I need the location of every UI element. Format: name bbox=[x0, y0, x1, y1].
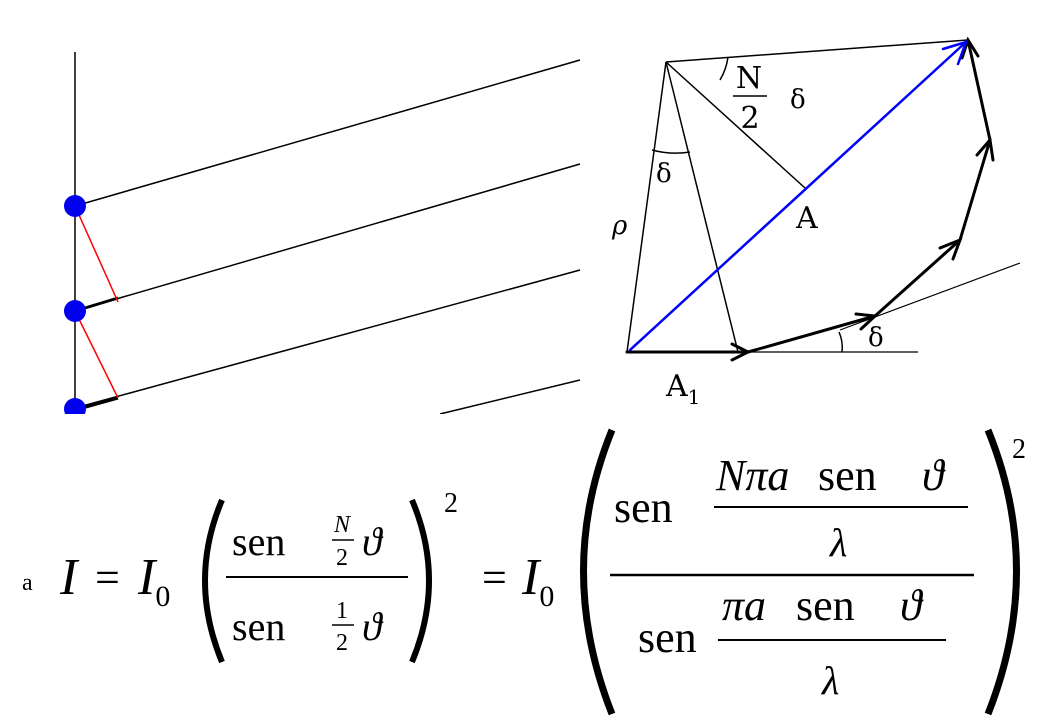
resultant-line bbox=[628, 40, 968, 352]
small-2-den: 2 bbox=[336, 630, 348, 656]
phasor-2 bbox=[746, 314, 877, 354]
resultant-phasor bbox=[628, 40, 969, 352]
formula-I0-b: I0 bbox=[521, 549, 554, 613]
resultant-head bbox=[941, 40, 969, 66]
lambda-num: λ bbox=[829, 520, 847, 565]
power-1: 2 bbox=[444, 488, 458, 519]
theta-inner-num: ϑ bbox=[922, 451, 946, 500]
path-difference-lines bbox=[74, 205, 119, 399]
small-1: 1 bbox=[336, 598, 348, 624]
intensity-formula: a I = I0 sen N 2 ϑ sen 1 2 ϑ 2 = I0 sen … bbox=[22, 428, 1026, 716]
angle-arc-bottom bbox=[838, 331, 844, 353]
small-N: N bbox=[333, 512, 352, 538]
formula-prefix: a bbox=[22, 570, 33, 596]
formula-eq-1: = bbox=[95, 553, 120, 602]
power-2: 2 bbox=[1012, 434, 1026, 465]
label-A1: A1 bbox=[665, 369, 700, 409]
label-delta-bottom: δ bbox=[868, 323, 884, 353]
paren-left-2 bbox=[580, 428, 616, 716]
sen-num-1: sen bbox=[232, 519, 285, 564]
inclined-reference bbox=[839, 262, 1021, 331]
sen-den-2: sen bbox=[638, 613, 697, 662]
phasor-3 bbox=[873, 238, 962, 318]
path-difference-1 bbox=[74, 205, 119, 303]
phasor-figure bbox=[626, 39, 1021, 353]
label-A: A bbox=[795, 201, 818, 236]
radius-rho bbox=[626, 61, 667, 353]
sen-inner-num: sen bbox=[818, 451, 877, 500]
paren-left-1 bbox=[202, 498, 225, 664]
phasor-5 bbox=[966, 38, 992, 142]
theta-den-1: ϑ bbox=[362, 604, 384, 649]
ray-4 bbox=[439, 379, 581, 415]
source-dot bbox=[64, 300, 86, 322]
ray-2 bbox=[74, 163, 581, 312]
phasor-chain bbox=[625, 36, 995, 362]
label-rho: ρ bbox=[611, 211, 628, 241]
paren-right-1 bbox=[409, 498, 432, 664]
top-edge bbox=[665, 39, 969, 63]
angle-arc-apex bbox=[651, 149, 691, 154]
label-delta-top: δ bbox=[790, 85, 806, 115]
sen-den-1: sen bbox=[232, 604, 285, 649]
angle-arc-top bbox=[719, 56, 729, 81]
label-2: 2 bbox=[740, 101, 759, 136]
phasor-5-head bbox=[960, 36, 980, 60]
ray-1 bbox=[74, 59, 581, 207]
theta-inner-den: ϑ bbox=[900, 581, 924, 630]
formula-I0-a: I0 bbox=[137, 549, 170, 613]
sen-inner-den: sen bbox=[796, 581, 855, 630]
label-delta-apex: δ bbox=[656, 159, 672, 189]
small-2: 2 bbox=[336, 545, 348, 571]
pi-a: πa bbox=[722, 581, 766, 630]
radius-to-A bbox=[665, 61, 806, 189]
sources bbox=[64, 195, 86, 420]
lambda-den: λ bbox=[821, 658, 839, 703]
radius-2 bbox=[665, 61, 739, 353]
path-difference-2 bbox=[74, 310, 119, 399]
N-pi-a: Nπa bbox=[715, 451, 789, 500]
formula-eq-2: = bbox=[482, 553, 507, 602]
label-n: N bbox=[736, 61, 762, 96]
formula-I: I bbox=[59, 549, 80, 606]
theta-num-1: ϑ bbox=[362, 519, 384, 564]
paren-right-2 bbox=[984, 428, 1020, 716]
ray-3 bbox=[74, 269, 581, 409]
phasor-4 bbox=[958, 138, 992, 242]
source-dot bbox=[64, 195, 86, 217]
sen-num-2: sen bbox=[614, 483, 673, 532]
slit-array-figure bbox=[74, 52, 581, 415]
